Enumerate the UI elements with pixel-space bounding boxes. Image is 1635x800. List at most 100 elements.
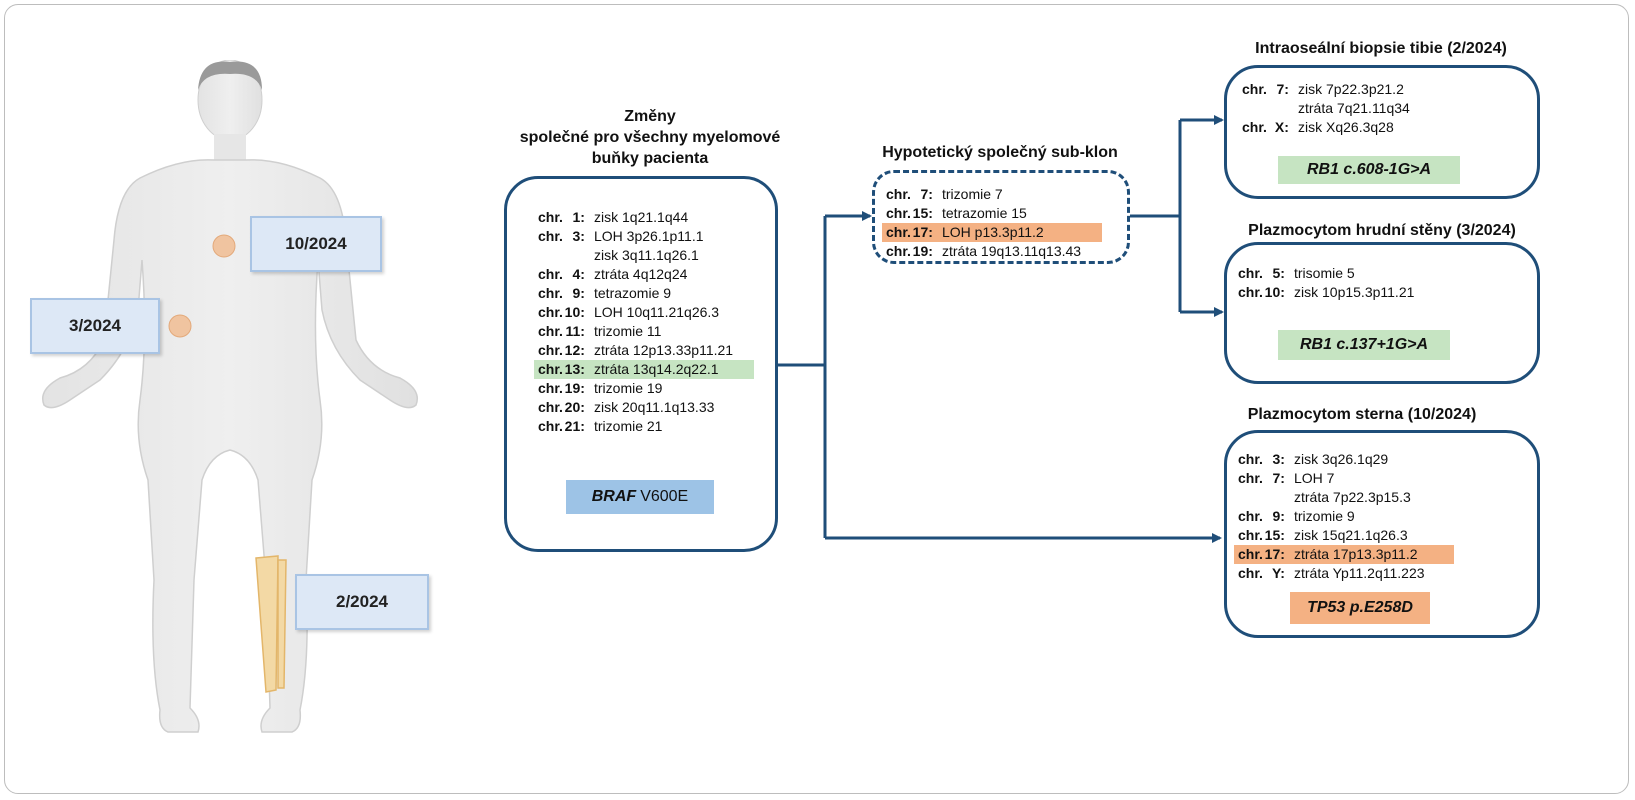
chromosome-row: chr.4:ztráta 4q12q24	[538, 265, 754, 284]
aberration-text: trisomie 5	[1294, 265, 1355, 281]
aberration-text: ztráta 7p22.3p15.3	[1294, 489, 1411, 505]
chr-prefix: chr.	[1238, 451, 1263, 467]
chromosome-number: 17:	[912, 224, 933, 240]
chromosome-number: 10:	[564, 304, 585, 320]
chromosome-row: chr.15:zisk 15q21.1q26.3	[1238, 526, 1454, 545]
chromosome-label: chr.1:	[538, 208, 594, 227]
chromosome-number: 7:	[1272, 470, 1285, 486]
chromosome-row: chr.3:zisk 3q26.1q29	[1238, 450, 1454, 469]
chromosome-label: chr.9:	[538, 284, 594, 303]
mutation-badge-rb1-tibia: RB1 c.608-1G>A	[1278, 156, 1460, 184]
chr-prefix: chr.	[1242, 81, 1267, 97]
chr-prefix: chr.	[1238, 470, 1263, 486]
chromosome-label: chr.17:	[1238, 545, 1294, 564]
aberration-text: zisk 15q21.1q26.3	[1294, 527, 1408, 543]
chromosome-row: chr.12:ztráta 12p13.33p11.21	[538, 341, 754, 360]
aberration-text: trizomie 11	[594, 323, 662, 339]
chr-prefix: chr.	[538, 342, 563, 358]
mutation-badge-tp53: TP53 p.E258D	[1290, 592, 1430, 624]
chr-prefix: chr.	[1242, 119, 1267, 135]
chromosome-label: chr. 3:	[538, 227, 594, 246]
chromosome-label: chr.10:	[1238, 283, 1294, 302]
tibia-title: Intraoseální biopsie tibie (2/2024)	[1255, 40, 1507, 57]
chromosome-row: chr. 7: zisk 7p22.3p21.2	[1242, 80, 1410, 99]
chromosome-row: chr.9:trizomie 9	[1238, 507, 1454, 526]
chromosome-label: chr.7:	[886, 185, 942, 204]
chromosome-number: X:	[1274, 119, 1289, 135]
chromosome-number: Y:	[1271, 565, 1285, 581]
chromosome-label: chr.17:	[886, 223, 942, 242]
chromosome-label: chr.9:	[1238, 507, 1294, 526]
chr-prefix: chr.	[1238, 565, 1263, 581]
chromosome-row: chr.5:trisomie 5	[1238, 264, 1414, 283]
chromosome-row: chr.21:trizomie 21	[538, 417, 754, 436]
aberration-text: zisk 20q11.1q13.33	[594, 399, 715, 415]
chr-prefix: chr.	[538, 228, 563, 244]
chromosome-label: chr.5:	[1238, 264, 1294, 283]
aberration-text: tetrazomie 15	[942, 205, 1027, 221]
chr-prefix: chr.	[886, 205, 911, 221]
chromosome-number: 17:	[1264, 546, 1285, 562]
aberration-text: zisk Xq26.3q28	[1298, 119, 1394, 135]
aberration-text: ztráta 13q14.2q22.1	[594, 361, 719, 377]
chromosome-number: 20:	[564, 399, 585, 415]
chromosome-row: chr.17:ztráta 17p13.3p11.2	[1234, 545, 1454, 564]
sternum-title: Plazmocytom sterna (10/2024)	[1247, 406, 1477, 423]
chromosome-number: 10:	[1264, 284, 1285, 300]
chr-prefix: chr.	[538, 304, 563, 320]
aberration-text: ztráta 17p13.3p11.2	[1294, 546, 1418, 562]
chromosome-row: chr.1:zisk 1q21.1q44	[538, 208, 754, 227]
chromosome-row: chr.9:tetrazomie 9	[538, 284, 754, 303]
aberration-text: trizomie 7	[942, 186, 1003, 202]
aberration-text: trizomie 21	[594, 418, 663, 434]
common-changes-title: Změny společné pro všechny myelomové buň…	[519, 108, 781, 167]
date-box-chest-wall: 3/2024	[30, 298, 160, 354]
chromosome-number: 3:	[572, 228, 585, 244]
date-box-sternum: 10/2024	[250, 216, 382, 272]
chromosome-row: chr.19:trizomie 19	[538, 379, 754, 398]
mutation-badge-rb1-chest: RB1 c.137+1G>A	[1278, 330, 1450, 360]
aberration-text: trizomie 19	[594, 380, 663, 396]
date-box-tibia: 2/2024	[295, 574, 429, 630]
chromosome-number: 15:	[912, 205, 933, 221]
chromosome-number: 19:	[564, 380, 585, 396]
chromosome-label: chr.4:	[538, 265, 594, 284]
chromosome-label: chr.15:	[886, 204, 942, 223]
chromosome-label: chr. Y:	[1238, 564, 1294, 583]
chromosome-number: 1:	[572, 209, 585, 225]
aberration-text: ztráta Yp11.2q11.223	[1294, 565, 1425, 581]
aberration-text: LOH 3p26.1p11.1	[594, 228, 704, 244]
aberration-text: zisk 1q21.1q44	[594, 209, 689, 225]
chr-prefix: chr.	[886, 186, 911, 202]
chromosome-label: chr.15:	[1238, 526, 1294, 545]
chr-prefix: chr.	[886, 243, 911, 259]
chromosome-label: chr. 7:	[1242, 80, 1298, 99]
chromosome-number: 7:	[1276, 81, 1289, 97]
chromosome-row: chr.7:trizomie 7	[886, 185, 1102, 204]
aberration-text: LOH 7	[1294, 470, 1335, 486]
aberration-text: zisk 3q26.1q29	[1294, 451, 1389, 467]
aberration-text: LOH p13.3p11.2	[942, 224, 1044, 240]
chromosome-number: 19:	[912, 243, 933, 259]
chromosome-row: chr.19:ztráta 19q13.11q13.43	[886, 242, 1102, 261]
chromosome-row: chr.20:zisk 20q11.1q13.33	[538, 398, 754, 417]
chromosome-row: chr. X: zisk Xq26.3q28	[1242, 118, 1410, 137]
chromosome-number: 13:	[564, 361, 585, 377]
chr-prefix: chr.	[538, 361, 563, 377]
chromosome-row: chr.10:zisk 10p15.3p11.21	[1238, 283, 1414, 302]
chromosome-number: 4:	[572, 266, 585, 282]
aberration-text: zisk 7p22.3p21.2	[1298, 81, 1404, 97]
chr-prefix: chr.	[538, 418, 563, 434]
chest-box	[1224, 242, 1540, 384]
subclone-box	[872, 170, 1130, 264]
chromosome-number: 12:	[564, 342, 585, 358]
chr-prefix: chr.	[538, 285, 563, 301]
chromosome-label: chr.10:	[538, 303, 594, 322]
chromosome-number: 11:	[565, 323, 585, 339]
chr-prefix: chr.	[538, 323, 563, 339]
